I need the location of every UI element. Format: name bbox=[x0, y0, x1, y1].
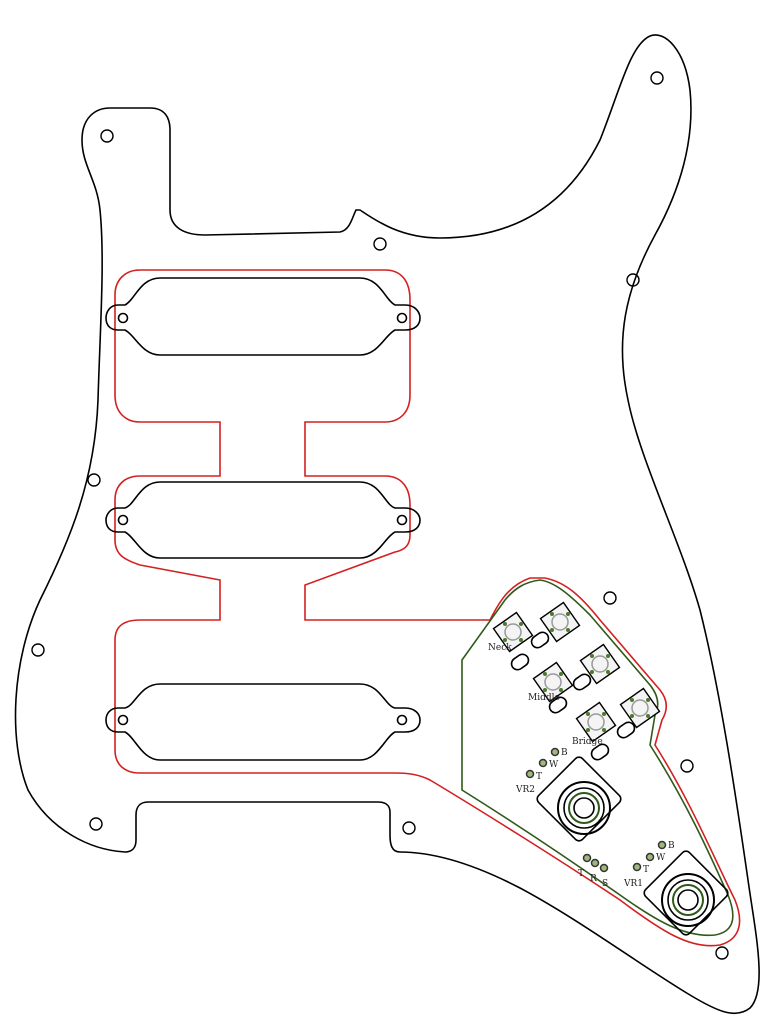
switch-pad bbox=[543, 688, 547, 692]
switch-pad bbox=[590, 654, 594, 658]
switch-footprint bbox=[539, 601, 581, 643]
pickguard-outline bbox=[14, 34, 760, 1015]
switch-pad bbox=[606, 670, 610, 674]
pcb-outline bbox=[461, 579, 734, 937]
label-neck: Neck bbox=[488, 643, 512, 653]
pickup-bridge bbox=[105, 683, 421, 761]
switch-pad bbox=[519, 638, 523, 642]
oval-pad bbox=[510, 653, 530, 671]
switch-pad bbox=[586, 728, 590, 732]
switch-pad bbox=[550, 628, 554, 632]
switch-ring bbox=[504, 623, 522, 641]
switch-ring bbox=[587, 713, 605, 731]
jack-pin-t: T bbox=[578, 869, 584, 879]
jack-pin-s: S bbox=[602, 879, 608, 889]
switch-footprint bbox=[575, 701, 617, 743]
routing-cavity-outline bbox=[114, 269, 741, 947]
switch-ring bbox=[631, 699, 649, 717]
switch-ring bbox=[544, 673, 562, 691]
pickup-middle bbox=[105, 481, 421, 559]
switch-pad bbox=[559, 688, 563, 692]
switch-footprint bbox=[532, 661, 574, 703]
vr1-pin-t: T bbox=[643, 865, 649, 875]
vr1-pin-w: W bbox=[656, 853, 666, 863]
switch-pad bbox=[590, 670, 594, 674]
vr1-label: VR1 bbox=[623, 879, 643, 889]
vr2-pin-t: T bbox=[536, 772, 542, 782]
jack-pin-r: R bbox=[590, 874, 597, 884]
vr2-pin-w: W bbox=[549, 760, 559, 770]
vr2-pin-b: B bbox=[561, 748, 568, 758]
switch-pad bbox=[602, 728, 606, 732]
switch-blocks bbox=[492, 601, 661, 761]
switch-pad bbox=[630, 714, 634, 718]
switch-pad bbox=[630, 698, 634, 702]
solder-pads bbox=[525, 747, 667, 873]
oval-pad bbox=[616, 721, 636, 739]
oval-pad bbox=[530, 631, 550, 649]
vr1-pin-b: B bbox=[668, 841, 675, 851]
switch-pad bbox=[519, 622, 523, 626]
switch-pad bbox=[566, 628, 570, 632]
pickup-neck bbox=[105, 277, 421, 356]
pot-vr1 bbox=[643, 850, 729, 936]
switch-footprint bbox=[492, 611, 534, 653]
switch-footprint bbox=[619, 687, 661, 729]
pot-vr2 bbox=[536, 756, 622, 842]
oval-pad bbox=[548, 696, 568, 714]
switch-pad bbox=[586, 712, 590, 716]
switch-pad bbox=[503, 638, 507, 642]
label-middle: Middle bbox=[528, 693, 560, 703]
oval-pad bbox=[572, 673, 592, 691]
switch-ring bbox=[551, 613, 569, 631]
switch-pad bbox=[602, 712, 606, 716]
switch-pad bbox=[559, 672, 563, 676]
switch-pad bbox=[646, 714, 650, 718]
mounting-holes bbox=[31, 71, 729, 960]
label-bridge: Bridge bbox=[572, 737, 603, 747]
switch-ring bbox=[591, 655, 609, 673]
switch-pad bbox=[606, 654, 610, 658]
pickup-cutouts bbox=[105, 277, 421, 761]
switch-pad bbox=[566, 612, 570, 616]
switch-pad bbox=[550, 612, 554, 616]
switch-pad bbox=[503, 622, 507, 626]
switch-pad bbox=[543, 672, 547, 676]
switch-footprint bbox=[579, 643, 621, 685]
switch-pad bbox=[646, 698, 650, 702]
oval-pad bbox=[590, 743, 610, 761]
vr2-label: VR2 bbox=[515, 785, 535, 795]
